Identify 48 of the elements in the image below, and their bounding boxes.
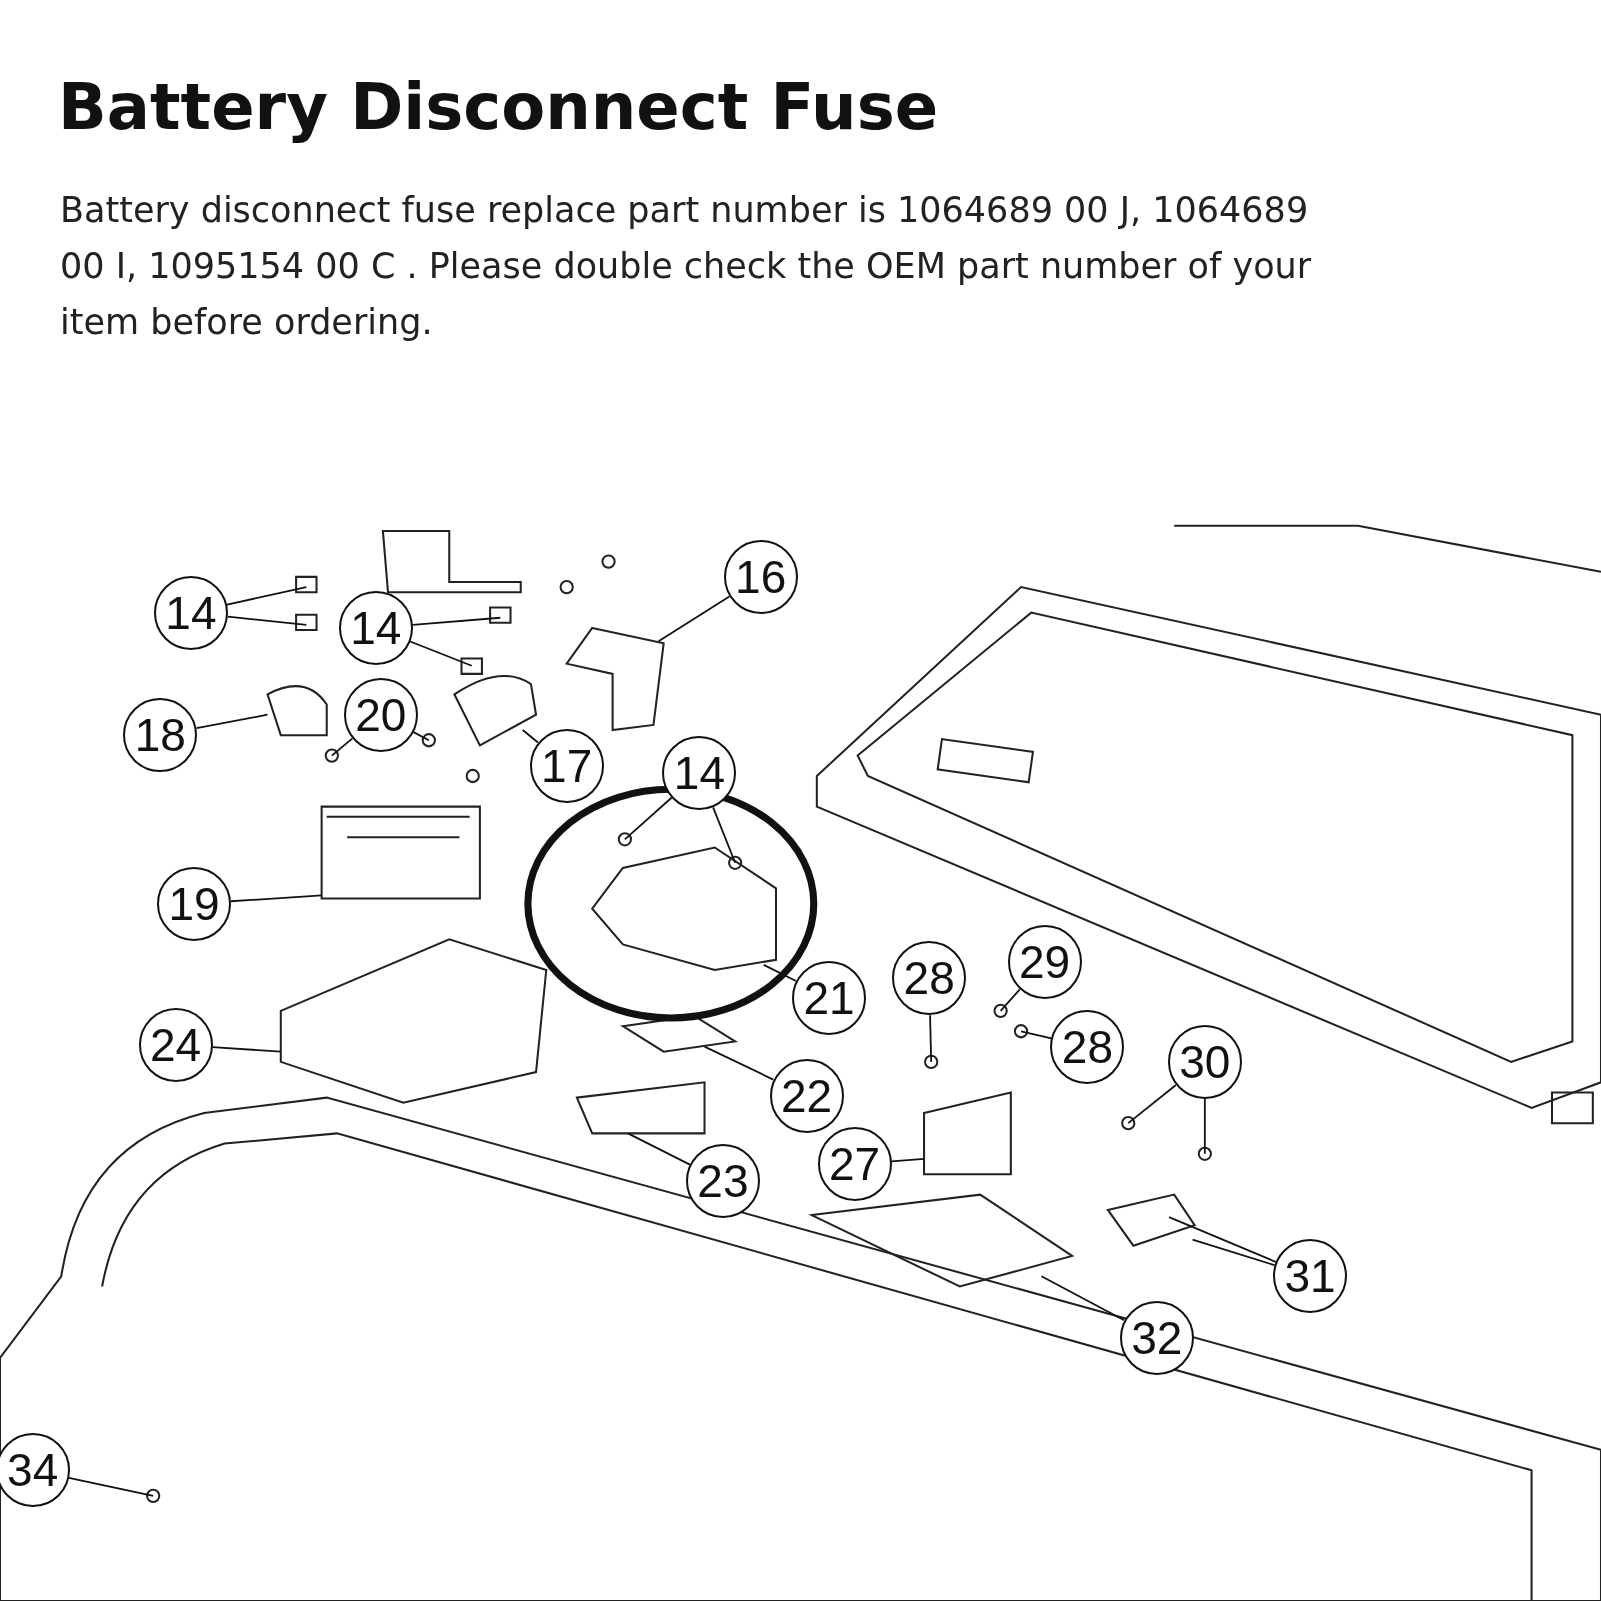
leader-line bbox=[1191, 1238, 1276, 1267]
callout-number: 23 bbox=[685, 1144, 760, 1219]
leader-line bbox=[703, 1045, 775, 1081]
callout-number: 14 bbox=[338, 590, 413, 665]
leader-line bbox=[624, 796, 673, 841]
callout-number: 20 bbox=[343, 677, 418, 752]
callout-number: 19 bbox=[157, 866, 231, 941]
callout-number: 17 bbox=[529, 728, 604, 803]
callout-number: 29 bbox=[1007, 924, 1082, 999]
leader-line bbox=[929, 1014, 933, 1063]
leader-line bbox=[521, 729, 539, 744]
leader-line bbox=[1040, 1275, 1126, 1322]
callout-number: 30 bbox=[1167, 1024, 1242, 1099]
leader-line bbox=[330, 737, 354, 757]
callout-number: 16 bbox=[723, 539, 798, 614]
callout-number: 22 bbox=[769, 1058, 844, 1133]
callout-number: 14 bbox=[662, 735, 737, 810]
leader-line bbox=[412, 731, 430, 742]
leader-line bbox=[712, 806, 737, 864]
leader-line bbox=[1168, 1216, 1277, 1263]
leader-line bbox=[762, 964, 797, 982]
leader-line bbox=[409, 640, 473, 667]
leader-line bbox=[657, 595, 731, 643]
leader-line bbox=[627, 1132, 691, 1166]
leader-line bbox=[226, 586, 308, 606]
leader-line bbox=[195, 713, 269, 730]
callout-number: 34 bbox=[0, 1433, 70, 1508]
leader-line bbox=[999, 988, 1021, 1012]
leader-line bbox=[211, 1046, 282, 1053]
callout-number: 14 bbox=[153, 575, 228, 650]
leader-line bbox=[890, 1158, 925, 1163]
title: Battery Disconnect Fuse bbox=[58, 70, 939, 144]
description-text: Battery disconnect fuse replace part number is 1064689 00 J, 1064689 00 I, 1095154 00 C . Please double check the OEM part number of your item before ordering. bbox=[60, 189, 1313, 344]
leader-line bbox=[226, 615, 308, 626]
callout-number: 32 bbox=[1119, 1300, 1194, 1375]
callout-number: 27 bbox=[817, 1127, 892, 1201]
leader-line bbox=[1020, 1030, 1053, 1040]
callout-number: 31 bbox=[1273, 1239, 1347, 1314]
callout-number: 18 bbox=[123, 698, 198, 773]
callout-number: 24 bbox=[138, 1007, 213, 1082]
callout-number: 28 bbox=[1050, 1009, 1125, 1084]
leader-line bbox=[1127, 1084, 1177, 1125]
leader-line bbox=[1203, 1098, 1206, 1155]
callout-number: 21 bbox=[792, 960, 867, 1035]
leader-line bbox=[67, 1477, 155, 1497]
leader-line bbox=[411, 616, 502, 626]
leader-line bbox=[230, 894, 323, 903]
callout-number: 28 bbox=[892, 941, 967, 1016]
